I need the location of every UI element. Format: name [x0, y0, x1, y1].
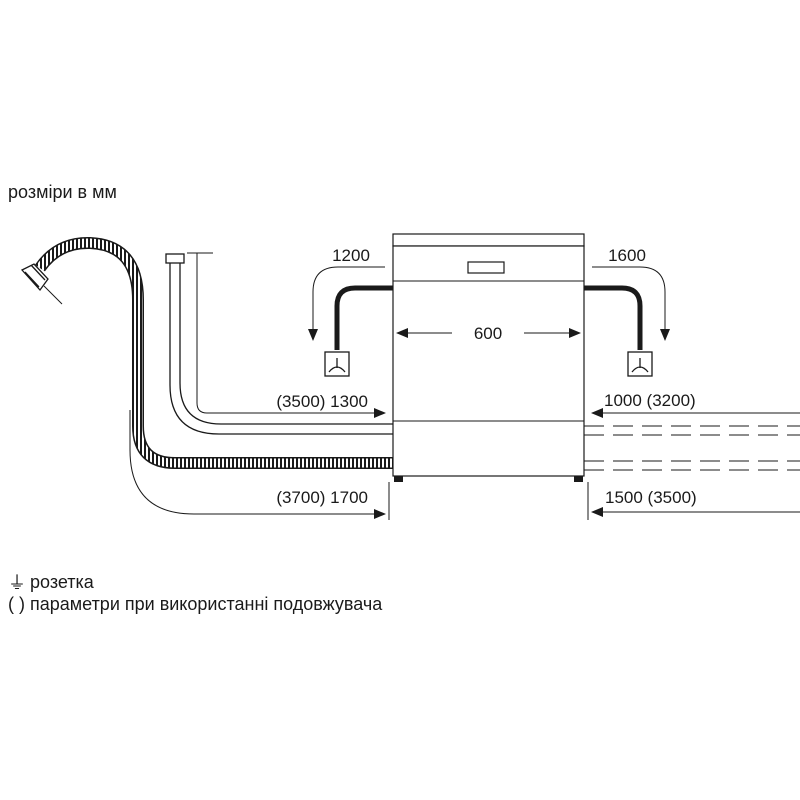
power-cables — [334, 285, 643, 350]
drain-hose-guide-left — [196, 253, 386, 418]
dishwasher-top-panel — [392, 233, 585, 247]
right-hoses — [584, 425, 800, 471]
units-note: розміри в мм — [8, 182, 117, 202]
brackets-legend-label: параметри при використанні подовжувача — [30, 594, 383, 614]
inlet-hose-guide-left — [129, 410, 386, 519]
dim-drain-right: 1000 (3200) — [604, 391, 696, 410]
drain-hose-cap — [165, 253, 185, 264]
extension-lines — [388, 482, 589, 520]
brackets-legend-symbol: ( ) — [8, 594, 25, 614]
dim-socket-left: 1200 — [332, 246, 370, 265]
power-cable-right — [584, 285, 643, 350]
dim-inlet-left: (3700) 1700 — [276, 488, 368, 507]
power-cable-left — [334, 285, 393, 350]
socket-legend-label: розетка — [30, 571, 94, 592]
socket-right — [627, 351, 653, 377]
dishwasher — [392, 233, 585, 482]
inlet-hose-left — [20, 236, 393, 469]
socket-reach-left — [308, 266, 385, 341]
control-display — [467, 261, 505, 274]
foot-left — [394, 476, 403, 482]
dim-width: 600 — [474, 324, 502, 343]
hose-connector — [20, 263, 49, 292]
legend-socket: ⏚ розетка — [8, 569, 94, 595]
right-hose-guides — [591, 408, 800, 517]
left-hose-guides — [129, 252, 386, 519]
dim-drain-left: (3500) 1300 — [276, 392, 368, 411]
socket-left — [324, 351, 350, 377]
socket-legend-icon: ⏚ — [8, 573, 26, 593]
dim-socket-right: 1600 — [608, 246, 646, 265]
socket-reach-right — [592, 266, 670, 341]
socket-reach-guides — [308, 266, 670, 341]
legend-brackets: ( ) параметри при використанні подовжува… — [8, 594, 382, 615]
dishwasher-body — [392, 245, 585, 477]
drain-hose-left — [165, 253, 393, 435]
dim-inlet-right: 1500 (3500) — [605, 488, 697, 507]
foot-right — [574, 476, 583, 482]
